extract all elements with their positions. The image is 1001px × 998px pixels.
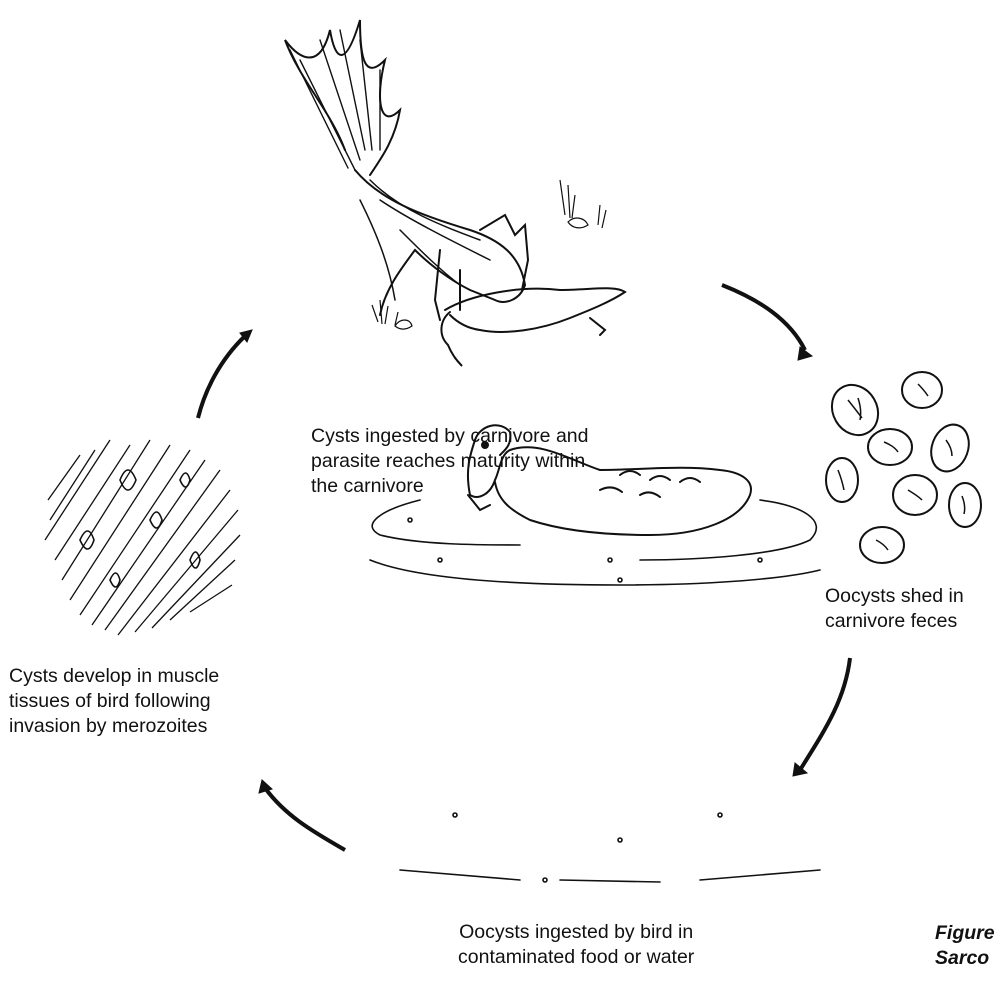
arrow-muscle-to-carnivore bbox=[198, 336, 245, 418]
figure-caption: Figure Sarco bbox=[935, 921, 995, 971]
water-ripples bbox=[370, 500, 820, 882]
label-carnivore-stage: Cysts ingested by carnivore and parasite… bbox=[311, 424, 588, 499]
grass-tufts bbox=[372, 180, 606, 329]
arrow-carnivore-to-oocysts bbox=[722, 285, 805, 350]
cycle-arrows bbox=[198, 285, 850, 850]
label-bird-ingestion: Oocysts ingested by bird in contaminated… bbox=[458, 920, 694, 970]
muscle-tissue-illustration bbox=[45, 440, 240, 635]
arrow-bird-to-muscle bbox=[265, 788, 345, 850]
oocysts-illustration bbox=[823, 372, 981, 563]
label-oocysts-shed: Oocysts shed in carnivore feces bbox=[825, 584, 964, 634]
skunk-eating-duck-illustration bbox=[285, 20, 625, 366]
arrow-oocysts-to-bird bbox=[800, 658, 850, 770]
label-muscle-cysts: Cysts develop in muscle tissues of bird … bbox=[9, 664, 219, 739]
